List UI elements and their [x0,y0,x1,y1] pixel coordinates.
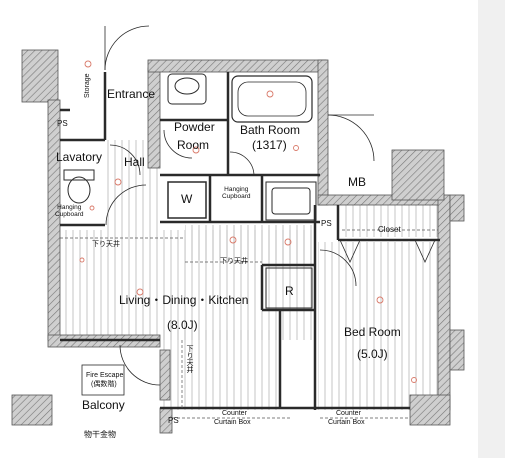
sagari-tenjo-label-2: 下り天井 [220,258,248,265]
fire-escape-label-line1: Fire Escape [86,372,124,379]
counter-curtain-box-1-line2: Curtain Box [214,419,251,426]
hall-label: Hall [124,155,145,169]
bath-size-label: (1317) [252,138,287,152]
ldk-lower-floor [160,330,282,410]
electrical-symbols [79,60,417,383]
counter-curtain-box-2-line2: Curtain Box [328,419,365,426]
bathtub [231,75,313,123]
bath-room-label: Bath Room [240,123,301,137]
ldk-size-label: (8.0J) [167,318,198,332]
sagari-tenjo-label-1: 下り天井 [92,241,120,248]
powder-sink [167,73,207,105]
bedroom-floor [318,242,438,410]
fire-escape-hatch [81,364,125,396]
entrance-label: Entrance [107,87,156,101]
powder-room-label-line2: Room [177,138,210,152]
ps-label-bottom: PS [168,416,179,425]
powder-room-label-line1: Powder [174,120,215,134]
counter-curtain-box-2-line1: Counter [336,410,361,417]
washer-area [167,181,207,219]
dashed-ceiling-lines [60,229,438,419]
fire-escape-label-line2: (偶数階) [91,381,117,388]
hanging-cupboard-left-label: Hanging Cupboard [55,204,84,218]
balcony-label: Balcony [82,398,125,412]
ldk-label: Living・Dining・Kitchen [119,293,249,307]
storage-label: Storage [84,73,91,98]
kitchen-floor [185,225,315,260]
ps-label-right: PS [321,219,332,228]
closet-label: Closet [378,225,401,234]
closet-floor [340,205,438,237]
counter-curtain-box-1-line1: Counter [222,410,247,417]
sagari-tenjo-label-3: 下り天井 [186,345,193,373]
refrigerator-space [265,267,313,309]
bedroom-size-label: (5.0J) [357,347,388,361]
hanging-cupboard-center-label: Hanging Cupboard [222,186,251,200]
lavatory-label: Lavatory [56,150,103,164]
interior-walls [60,72,440,410]
monohoshi-label: 物干金物 [84,430,116,439]
w-label: W [181,192,193,206]
bedroom-label: Bed Room [344,325,401,339]
closet-doors [339,239,436,263]
page-margin-band [478,0,505,458]
toilet [63,169,95,204]
kitchen-sink [265,181,317,221]
ps-label-top: PS [57,119,68,128]
exterior-walls [11,49,465,434]
mb-label: MB [348,175,366,189]
doors [104,25,375,386]
refrigerator-label: R [285,284,294,298]
